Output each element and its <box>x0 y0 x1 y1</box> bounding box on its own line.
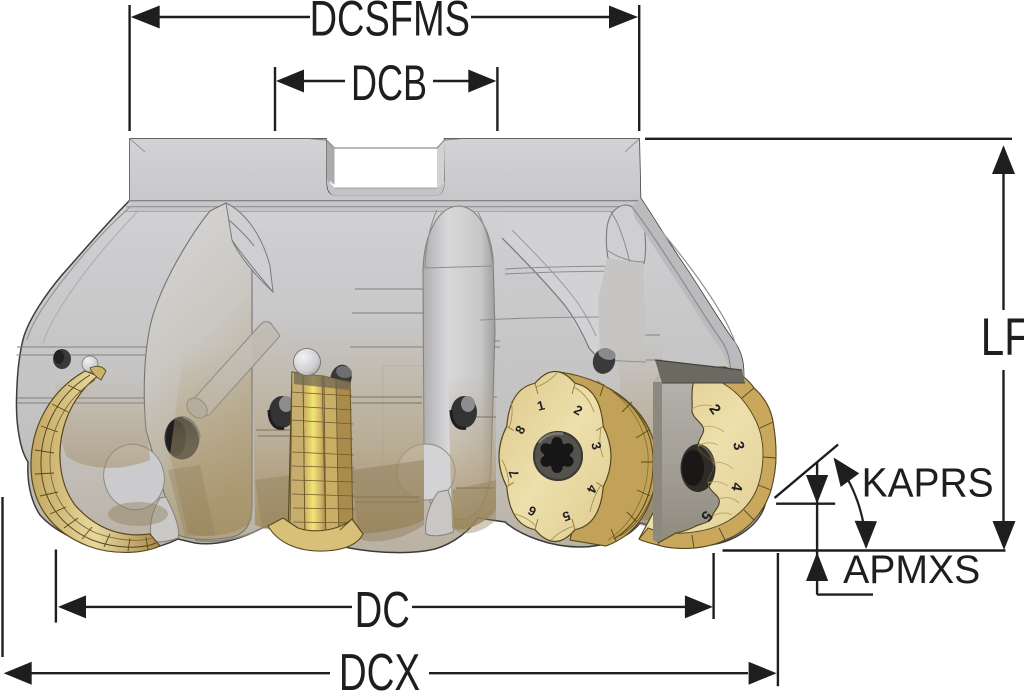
svg-text:DCB: DCB <box>351 56 427 111</box>
svg-text:4: 4 <box>727 481 745 493</box>
svg-text:5: 5 <box>561 508 573 525</box>
svg-text:KAPRS: KAPRS <box>862 461 994 506</box>
svg-text:3: 3 <box>588 440 604 451</box>
svg-text:1: 1 <box>535 397 546 413</box>
svg-text:LF: LF <box>981 309 1024 368</box>
svg-text:DCSFMS: DCSFMS <box>310 0 470 47</box>
svg-text:DCX: DCX <box>339 644 420 693</box>
svg-text:APMXS: APMXS <box>843 548 980 592</box>
svg-text:7: 7 <box>505 468 522 480</box>
svg-text:DC: DC <box>355 581 410 639</box>
